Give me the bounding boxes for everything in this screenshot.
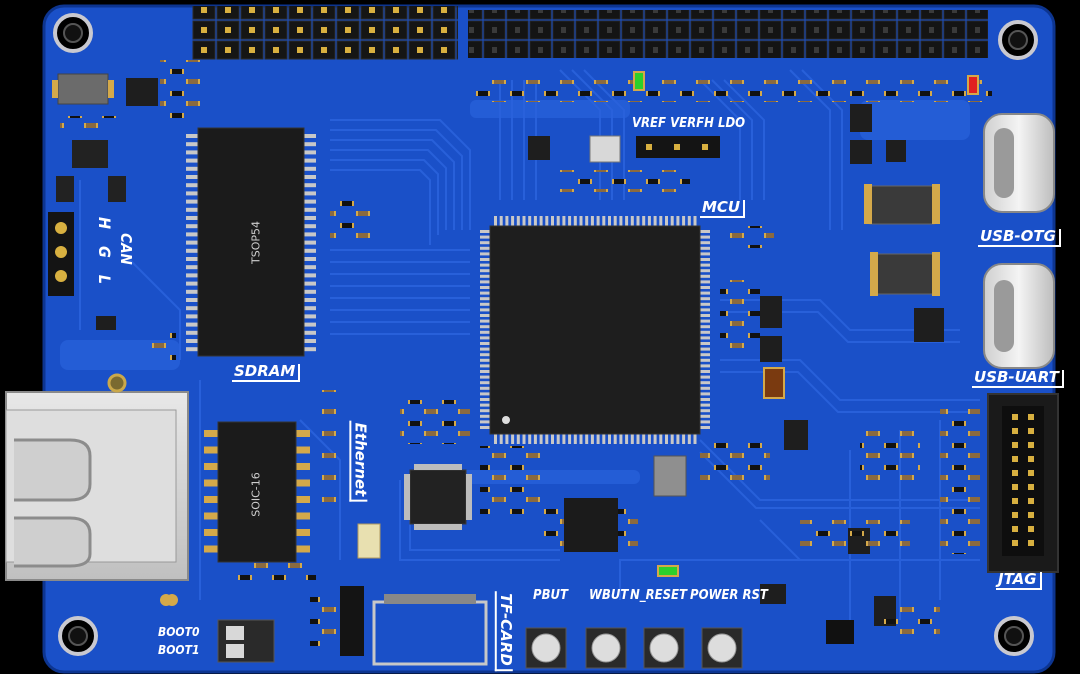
pin-header-gold: [192, 6, 458, 60]
power-rst-label: POWER RST: [690, 588, 768, 603]
passive-components: [160, 60, 992, 650]
pbut-button[interactable]: [525, 627, 567, 669]
mcu-chip: [480, 216, 710, 444]
usb-otg-connector: [983, 113, 1055, 213]
ethernet-label: Ethernet: [349, 420, 369, 502]
sdram-chip-marking: TSOP54: [249, 221, 263, 264]
mcu-label: MCU: [700, 200, 746, 218]
boot1-label: BOOT1: [158, 643, 200, 657]
tf-card-slot: [372, 594, 488, 666]
rj45-connector: [5, 373, 189, 606]
bottom-header: [340, 586, 364, 656]
tf-card-label: TF-CARD: [494, 591, 515, 671]
led-green-bottom: [657, 565, 679, 577]
ethernet-chip: [204, 421, 310, 563]
sdram-label: SDRAM: [232, 364, 301, 382]
pin-header-black: [468, 10, 988, 58]
power-components: [48, 73, 176, 360]
jtag-connector: [987, 393, 1059, 573]
hgl-label: H G L: [95, 216, 115, 291]
led-red-top: [967, 75, 979, 95]
vref-label: VREF VERFH LDO: [632, 116, 746, 131]
usb-otg-label: USB-OTG: [978, 229, 1061, 247]
sdram-chip: [186, 127, 316, 357]
wbut-label: WBUT: [589, 588, 629, 603]
vref-header: [636, 136, 720, 158]
usb-uart-connector: [983, 263, 1055, 369]
can-label: CAN: [116, 233, 135, 265]
power-rst-button[interactable]: [701, 627, 743, 669]
boot0-label: BOOT0: [158, 625, 200, 639]
mounting-holes: [53, 13, 1038, 656]
misc-chips: [528, 104, 944, 644]
jtag-label: JTAG: [996, 572, 1042, 590]
sensor-chip: [357, 523, 381, 559]
n-reset-button[interactable]: [643, 627, 685, 669]
ethernet-phy-chip: [404, 464, 472, 530]
ethernet-chip-marking: SOIC-16: [249, 472, 263, 517]
boot-dip-switch: [160, 594, 275, 663]
led-green-top: [633, 71, 645, 91]
pbut-label: PBUT: [533, 588, 568, 603]
wbut-button[interactable]: [585, 627, 627, 669]
usb-uart-label: USB-UART: [972, 370, 1064, 388]
n-reset-label: N_RESET: [630, 588, 688, 603]
